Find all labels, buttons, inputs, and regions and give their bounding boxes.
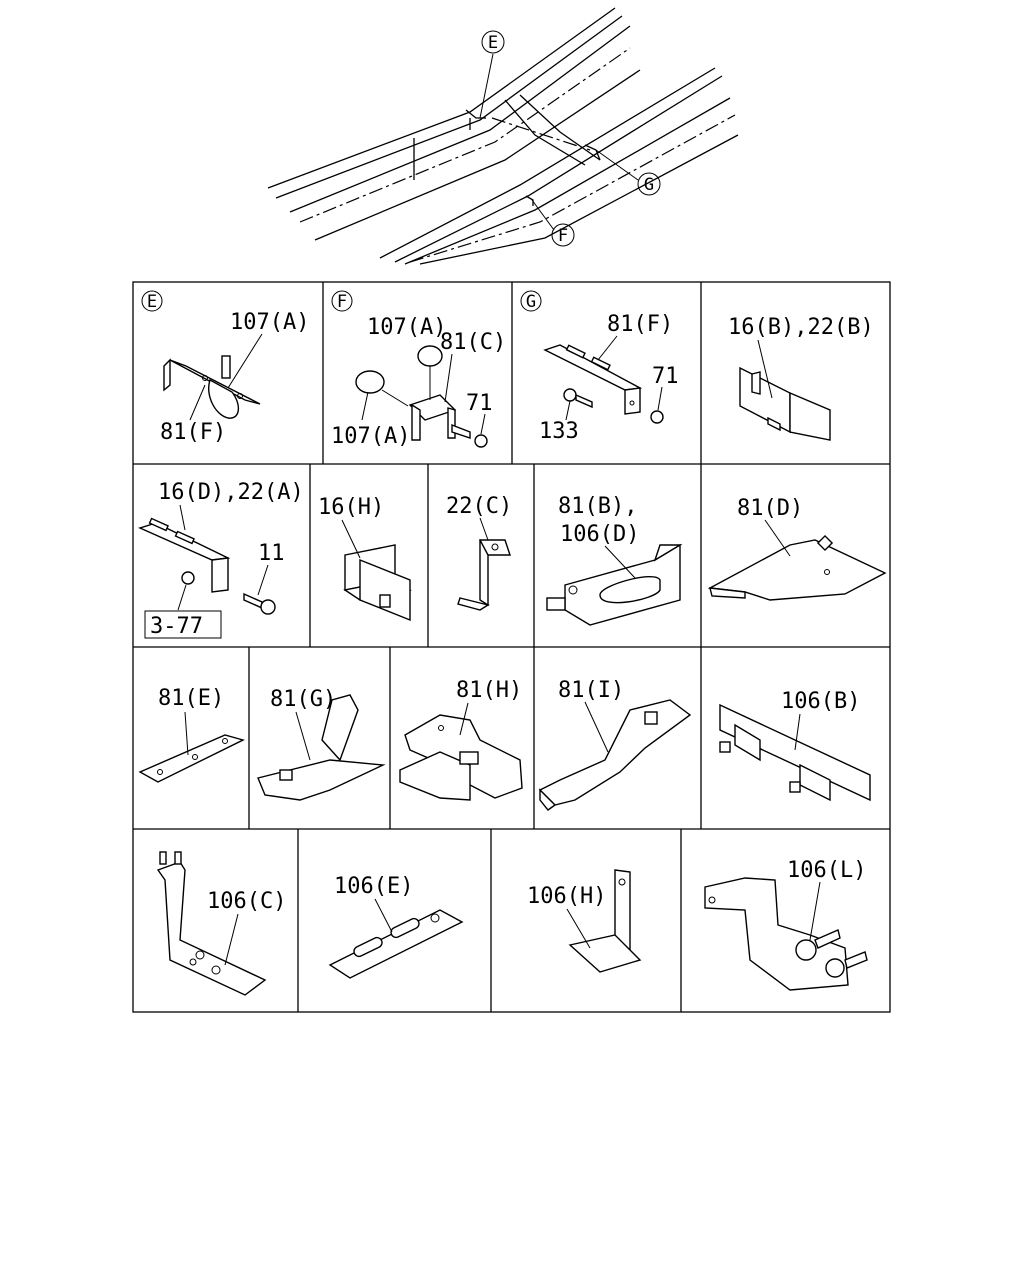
bracket-106L-drawing (704, 877, 868, 991)
cell-16B-22B: 16(B),22(B) (728, 315, 874, 441)
label-81E: 81(E) (158, 686, 224, 711)
bracket-16H-drawing (343, 544, 412, 622)
label-3-77: 3-77 (150, 614, 203, 639)
plate-81E-drawing (138, 734, 245, 783)
callout-F: F (551, 223, 575, 247)
label-81I: 81(I) (558, 678, 624, 703)
cell-G: G 81(F) 71 133 (520, 290, 679, 444)
label-11: 11 (258, 541, 285, 566)
clip-assembly-drawing (355, 345, 488, 448)
bracket-16B-drawing (739, 366, 831, 441)
cell-106C: 106(C) (156, 851, 286, 996)
label-133: 133 (539, 419, 579, 444)
label-106B: 106(B) (781, 689, 860, 714)
cell-letter: F (337, 292, 347, 312)
label-22C: 22(C) (446, 494, 512, 519)
label-81G: 81(G) (270, 687, 336, 712)
label-71: 71 (466, 391, 493, 416)
cell-22C: 22(C) (446, 494, 512, 611)
cell-106H: 106(H) (527, 869, 642, 973)
cell-81I: 81(I) (538, 678, 692, 811)
cell-16H: 16(H) (318, 495, 412, 622)
label-16D-22A: 16(D),22(A) (158, 480, 304, 505)
bracket-81F-G-drawing (543, 344, 664, 424)
label-106L: 106(L) (787, 858, 866, 883)
label-106H: 106(H) (527, 884, 606, 909)
plate-106E-drawing (328, 909, 464, 979)
cell-81D: 81(D) (707, 496, 887, 601)
label-106D: 106(D) (560, 522, 639, 547)
label-106C: 106(C) (207, 889, 286, 914)
cell-letter: E (147, 292, 157, 312)
cell-16D-22A: 16(D),22(A) 11 3-77 (138, 480, 304, 639)
cell-81G: 81(G) (257, 687, 386, 801)
cell-106B: 106(B) (719, 689, 871, 802)
bracket-22C-drawing (457, 539, 511, 611)
cell-E: E 107(A) 81(F) (141, 290, 309, 445)
label-81D: 81(D) (737, 496, 803, 521)
bracket-81F-drawing (163, 355, 261, 419)
label-81F: 81(F) (160, 420, 226, 445)
label-16H: 16(H) (318, 495, 384, 520)
bracket-81G-drawing (257, 694, 386, 801)
bracket-106C-drawing (156, 851, 267, 996)
callout-E: E (481, 30, 505, 54)
label-106E: 106(E) (334, 874, 413, 899)
chassis-frame-overview (267, 7, 739, 265)
callout-label: G (644, 175, 654, 195)
cell-106E: 106(E) (328, 874, 464, 979)
bracket-106B-drawing (719, 703, 871, 802)
callout-label: E (488, 33, 498, 53)
label-107A-top: 107(A) (367, 315, 446, 340)
bracket-81D-drawing (707, 534, 887, 601)
bracket-16D-drawing (138, 517, 276, 615)
label-81C: 81(C) (440, 330, 506, 355)
cell-81B-106D: 81(B), 106(D) (546, 494, 683, 626)
cell-81H: 81(H) (399, 678, 523, 801)
parts-grid (132, 281, 891, 1013)
label-81B: 81(B), (558, 494, 637, 519)
cell-letter: G (526, 292, 536, 312)
cell-81E: 81(E) (138, 686, 245, 783)
bracket-81B-drawing (546, 543, 683, 626)
label-81H: 81(H) (456, 678, 522, 703)
label-71: 71 (652, 364, 679, 389)
callout-G: G (637, 172, 661, 196)
label-81F: 81(F) (607, 312, 673, 337)
reference-box (144, 610, 222, 639)
label-107A: 107(A) (230, 310, 309, 335)
bracket-81I-drawing (538, 699, 692, 811)
bracket-81H-drawing (399, 714, 523, 801)
cell-106L: 106(L) (704, 858, 868, 991)
cell-F: F 107(A) 81(C) 71 107(A) (331, 290, 506, 449)
label-107A-bottom: 107(A) (331, 424, 410, 449)
callout-label: F (558, 226, 568, 246)
label-16B-22B: 16(B),22(B) (728, 315, 874, 340)
